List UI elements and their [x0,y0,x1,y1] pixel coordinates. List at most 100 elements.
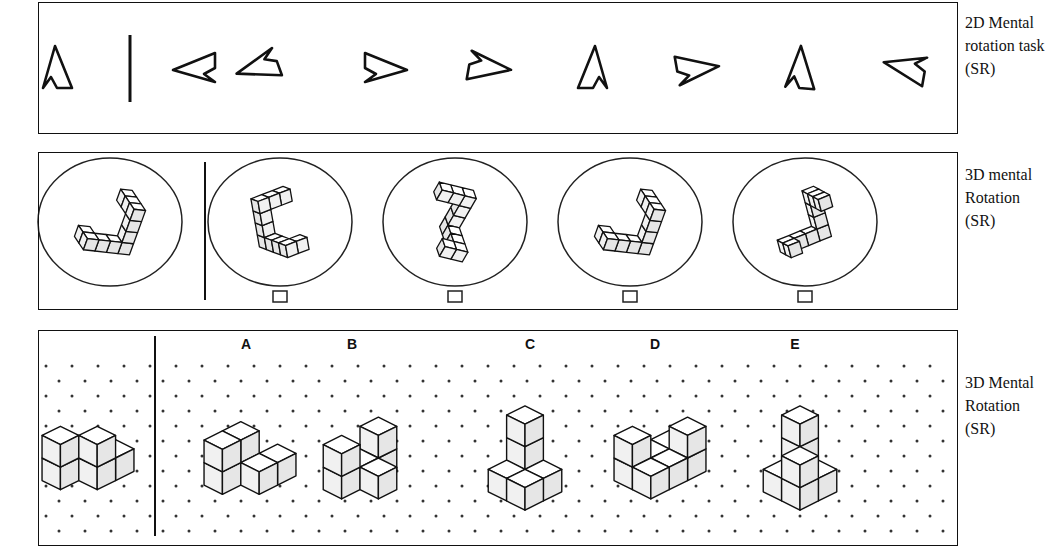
answer-box [273,291,287,302]
grid-dot [45,515,48,518]
grid-dot [331,515,334,518]
grid-dot [916,500,919,503]
grid-dot [747,395,750,398]
grid-dot [97,395,100,398]
panel-caption: 2D Mental rotation task (SR) [965,11,1047,80]
grid-dot [552,530,555,533]
grid-dot [266,440,269,443]
cube-face [323,445,341,477]
cube-face [525,478,543,510]
cube-face [632,467,650,499]
grid-dot [266,500,269,503]
grid-dot [903,485,906,488]
grid-dot [864,380,867,383]
grid-dot [786,530,789,533]
arrow-shape [675,49,721,85]
grid-dot [253,395,256,398]
grid-dot [903,395,906,398]
grid-dot [448,500,451,503]
grid-dot [175,485,178,488]
cube-face [360,467,378,499]
cube-figure [434,182,477,262]
grid-dot [370,530,373,533]
grid-dot [877,425,880,428]
grid-dot [71,515,74,518]
grid-dot [851,365,854,368]
grid-dot [838,380,841,383]
grid-dot [149,425,152,428]
grid-dot [487,455,490,458]
cube-face [97,435,115,467]
grid-dot [123,515,126,518]
grid-dot [773,425,776,428]
grid-dot [84,500,87,503]
grid-dot [747,365,750,368]
grid-dot [318,440,321,443]
cube-face [258,197,271,213]
grid-dot [487,395,490,398]
grid-dot [331,425,334,428]
grid-dot [591,515,594,518]
grid-dot [461,425,464,428]
grid-dot [201,455,204,458]
grid-dot [773,365,776,368]
cube-face [488,469,506,501]
grid-dot [266,380,269,383]
grid-dot [331,365,334,368]
grid-dot [916,380,919,383]
grid-dot [292,440,295,443]
cube-face [525,415,543,447]
grid-dot [708,440,711,443]
grid-dot [396,380,399,383]
grid-dot [188,380,191,383]
grid-dot [617,395,620,398]
grid-dot [604,410,607,413]
grid-dot [578,380,581,383]
grid-dot [396,530,399,533]
grid-dot [552,440,555,443]
grid-dot [708,410,711,413]
cube-face [259,463,277,495]
grid-dot [812,530,815,533]
arrow-shape [881,50,927,86]
grid-dot [721,485,724,488]
grid-dot [136,470,139,473]
grid-dot [201,515,204,518]
grid-dot [890,530,893,533]
cube-face [818,195,833,211]
grid-dot [175,365,178,368]
arrow-shape [43,46,72,88]
grid-dot [292,530,295,533]
cube-face [669,458,687,490]
grid-dot [578,530,581,533]
cube-face [782,415,800,447]
grid-dot [929,515,932,518]
option-letter: E [785,336,805,352]
grid-dot [591,365,594,368]
grid-dot [721,365,724,368]
cube-figure [204,422,296,495]
grid-dot [149,485,152,488]
grid-dot [734,470,737,473]
circle-frame [208,158,352,286]
grid-dot [604,500,607,503]
cube-face [642,231,658,243]
grid-dot [344,410,347,413]
cube-face [650,209,666,221]
grid-dot [396,410,399,413]
cube-face [763,469,781,501]
grid-dot [409,395,412,398]
arrow-shape [467,51,513,87]
grid-dot [630,530,633,533]
grid-dot [721,455,724,458]
grid-dot [97,365,100,368]
grid-dot [58,410,61,413]
grid-dot [305,515,308,518]
grid-dot [474,470,477,473]
grid-dot [552,410,555,413]
grid-dot [617,365,620,368]
grid-dot [162,470,165,473]
grid-dot [175,515,178,518]
grid-dot [344,530,347,533]
grid-dot [539,515,542,518]
